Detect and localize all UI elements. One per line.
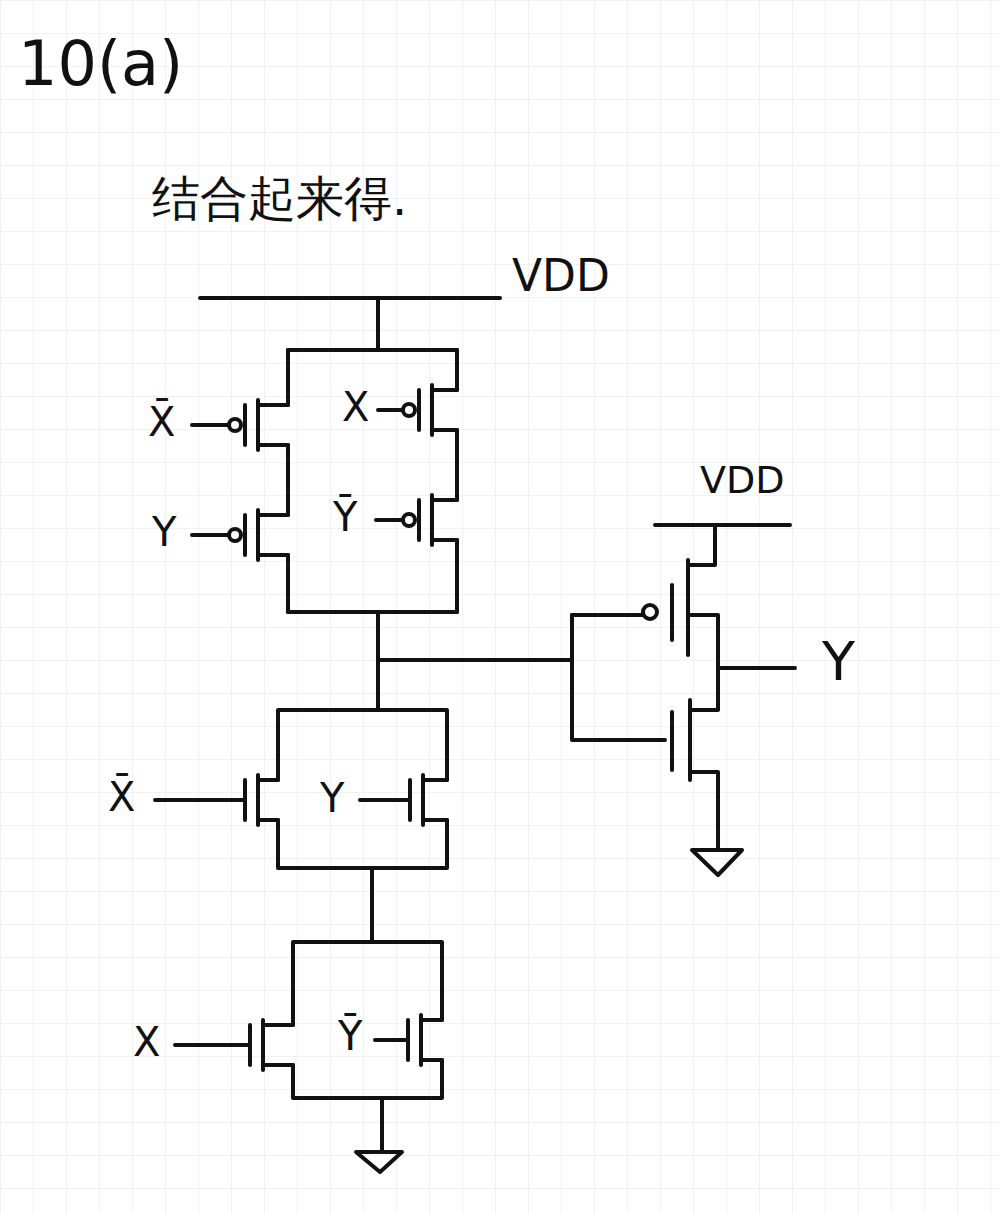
gate-signal: X̄ [148,400,175,444]
note: 结合起来得. [152,172,407,225]
pmos-symbol [376,495,457,545]
nmos-symbol [360,775,447,825]
gate-signal: X [133,1020,160,1064]
nmos-symbol [175,1020,293,1070]
output-signal: Y [822,632,855,691]
wire [572,615,665,740]
gate-signal: Ȳ [333,495,357,539]
wire [370,868,374,942]
nmos-symbol [155,775,278,825]
gate-signal: Y [152,510,176,554]
wire [293,942,442,1098]
wire [286,350,290,612]
wire [376,300,380,350]
gate-signal: X̄ [108,775,135,819]
wire [688,615,718,710]
pmos-symbol [572,560,688,655]
wire [380,1098,384,1150]
supply-label: VDD [512,252,610,300]
wire [288,610,457,614]
nmos-symbol [375,1015,442,1065]
pmos-symbol [192,400,288,450]
pmos-symbol [378,385,457,435]
wire [278,710,447,868]
wire [378,658,572,662]
ground-symbol [692,850,742,875]
problem-number: 10(a) [18,30,183,98]
output-wire [718,666,795,670]
wire [690,772,718,848]
gate-signal: Ȳ [338,1014,362,1058]
ground-symbol [356,1152,402,1172]
gate-signal: X [342,385,369,429]
vdd-rail [200,296,500,300]
vdd-rail [655,523,790,527]
supply-label: VDD [700,460,785,502]
nmos-symbol [672,700,690,780]
gate-signal: Y [320,776,344,820]
wire [688,525,715,565]
pmos-symbol [192,510,288,560]
wire [288,348,457,352]
